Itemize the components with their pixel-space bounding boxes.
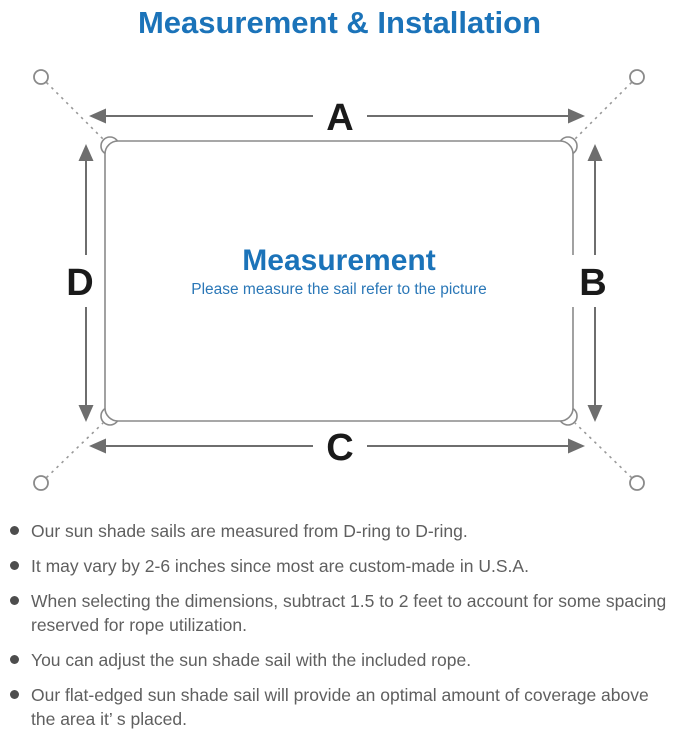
page-title: Measurement & Installation <box>137 5 542 40</box>
bullet-text: It may vary by 2-6 inches since most are… <box>31 556 529 576</box>
anchor-point-top-left <box>33 69 49 85</box>
dimension-label-b: B <box>579 262 606 304</box>
infographic-page: Measurement & Installation <box>0 3 679 742</box>
dimension-label-c: C <box>326 427 353 469</box>
bullet-text: You can adjust the sun shade sail with t… <box>31 650 472 670</box>
sail-diagram-svg: A C D B Measurement Please measure the s… <box>33 69 645 491</box>
bullet-text: Our flat-edged sun shade sail will provi… <box>31 685 649 729</box>
rope-dashed-line-bottom-left <box>45 422 104 479</box>
anchor-point-bottom-left <box>33 475 49 491</box>
label-backing-c <box>313 423 367 469</box>
rope-dashed-line-bottom-right <box>574 422 633 479</box>
label-backing-d <box>58 255 104 307</box>
list-item: When selecting the dimensions, subtract … <box>10 589 675 637</box>
arrowhead-b-bottom <box>587 405 603 422</box>
list-item: Our sun shade sails are measured from D-… <box>10 519 675 543</box>
arrowhead-c-right <box>568 438 585 454</box>
list-item: You can adjust the sun shade sail with t… <box>10 648 675 672</box>
rope-dashed-line-top-left <box>45 81 104 140</box>
label-backing-a <box>313 93 367 139</box>
label-backing-b <box>571 255 617 307</box>
center-title: Measurement <box>242 244 435 277</box>
rope-dashed-line-top-right <box>574 81 633 140</box>
center-subtitle: Please measure the sail refer to the pic… <box>191 281 487 298</box>
bullet-list: Our sun shade sails are measured from D-… <box>0 515 679 731</box>
list-item: Our flat-edged sun shade sail will provi… <box>10 683 675 731</box>
arrowhead-d-bottom <box>78 405 94 422</box>
measurement-diagram: A C D B Measurement Please measure the s… <box>0 46 679 515</box>
bullet-icon <box>10 655 19 664</box>
bullet-text: Our sun shade sails are measured from D-… <box>31 521 468 541</box>
bullet-icon <box>10 561 19 570</box>
dimension-label-a: A <box>326 97 353 139</box>
arrowhead-c-left <box>89 438 106 454</box>
arrowhead-a-left <box>89 108 106 124</box>
arrowhead-d-top <box>78 144 94 161</box>
anchor-point-bottom-right <box>629 475 645 491</box>
bullet-icon <box>10 526 19 535</box>
arrowhead-a-right <box>568 108 585 124</box>
arrowhead-b-top <box>587 144 603 161</box>
list-item: It may vary by 2-6 inches since most are… <box>10 554 675 578</box>
bullet-text: When selecting the dimensions, subtract … <box>31 591 667 635</box>
dimension-label-d: D <box>66 262 93 304</box>
bullet-icon <box>10 690 19 699</box>
anchor-point-top-right <box>629 69 645 85</box>
bullet-icon <box>10 596 19 605</box>
